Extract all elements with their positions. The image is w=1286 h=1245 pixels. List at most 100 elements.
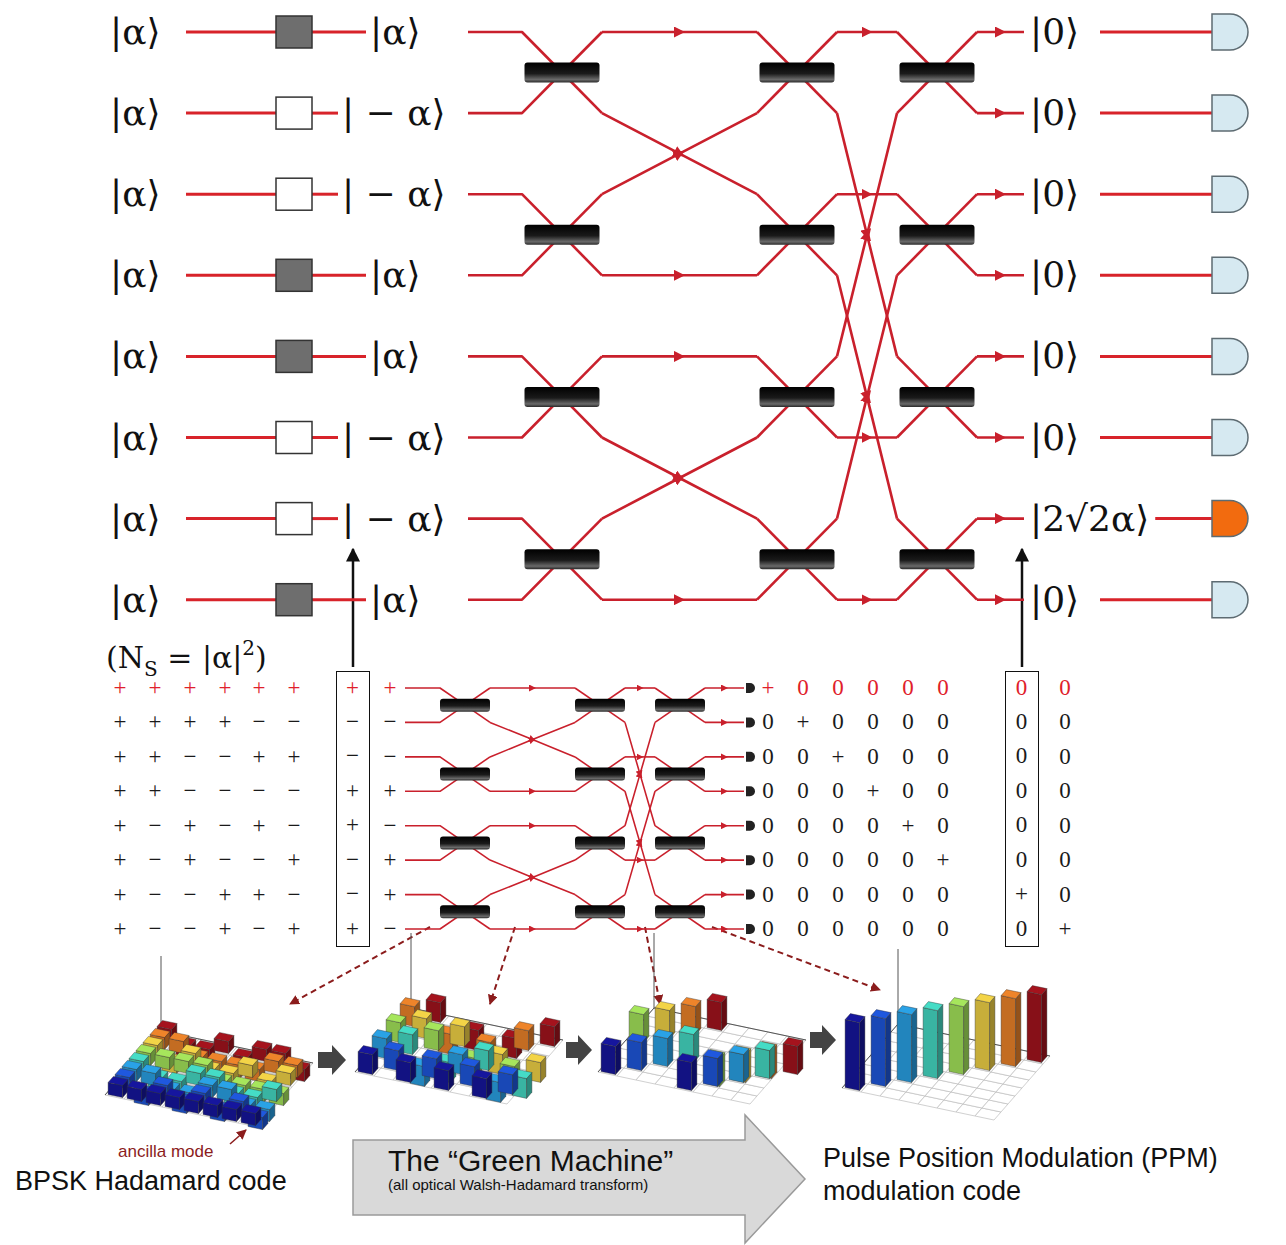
bpsk-symbol: − [219, 847, 232, 872]
code-name: BPSK Hadamard code [15, 1167, 287, 1197]
chart-bar [845, 1020, 860, 1091]
beam-splitter [900, 225, 975, 245]
beam-splitter [575, 699, 625, 712]
ppm-symbol: + [902, 813, 915, 838]
output-fiber [1100, 436, 1213, 439]
waveguide [490, 722, 575, 757]
chart-bar [141, 1064, 161, 1073]
input-fiber [312, 112, 338, 115]
bpsk-symbol: − [219, 744, 232, 769]
energy-symbol: 2 [242, 637, 255, 659]
chart-bar [755, 1048, 770, 1079]
chart-axis [654, 933, 655, 1008]
chart-bar [845, 1014, 865, 1023]
phase-modulator [276, 503, 312, 535]
chart-bar [860, 1017, 865, 1091]
stage-pointer [645, 927, 660, 1004]
input-ket: |α⟩ [110, 499, 160, 539]
chart-bar [601, 1037, 621, 1046]
ppm-symbol: 0 [762, 813, 774, 838]
chart-bar [155, 1048, 175, 1057]
phase-modulator [276, 16, 312, 48]
chart-bar [514, 1022, 534, 1031]
ppm-symbol: 0 [1059, 847, 1071, 872]
bpsk-symbol: + [184, 847, 197, 872]
beam-splitter [760, 549, 835, 569]
chart-bar [222, 1100, 242, 1109]
waveguide [705, 756, 744, 758]
chart-bar [514, 1028, 529, 1051]
chart-bar [400, 998, 420, 1007]
chart-bar [165, 1088, 185, 1097]
chart-bar [923, 1008, 938, 1079]
output-fiber [1100, 112, 1213, 115]
ppm-symbol: 0 [937, 779, 949, 804]
waveguide [837, 275, 897, 518]
chart-bar [115, 1068, 135, 1077]
waveguide [977, 274, 1024, 277]
chart-bar [938, 1005, 943, 1079]
bpsk-symbol: − [288, 882, 301, 907]
chart-bar [174, 1052, 194, 1061]
ppm-symbol: 0 [867, 710, 879, 735]
chart-bar [276, 1064, 296, 1073]
waveguide [602, 274, 757, 277]
chart-bar [398, 1026, 418, 1035]
ppm-symbol: 0 [762, 710, 774, 735]
bpsk-symbol: + [114, 882, 127, 907]
ppm-symbol: 0 [762, 847, 774, 872]
chart-bar [252, 1040, 272, 1049]
chart-bar [629, 1005, 649, 1014]
column-symbol: − [346, 847, 359, 872]
bpsk-symbol: + [149, 779, 162, 804]
output-ket: |0⟩ [1030, 93, 1079, 133]
bpsk-symbol: − [253, 916, 266, 941]
bpsk-symbol: − [384, 813, 397, 838]
bar-chart [598, 933, 806, 1104]
stage-pointer [712, 927, 880, 990]
pointer-arrow [1021, 549, 1024, 667]
energy-symbol: ) [255, 641, 267, 674]
beam-splitter [575, 768, 625, 781]
ppm-symbol: 0 [832, 916, 844, 941]
chart-bar [450, 1018, 470, 1027]
waveguide [490, 790, 575, 792]
chart-bar [912, 1009, 917, 1083]
ppm-symbol: 0 [832, 847, 844, 872]
chart-bar [229, 1092, 249, 1101]
chart-bar [460, 1058, 480, 1067]
bpsk-symbol: − [184, 779, 197, 804]
bpsk-symbol: − [184, 916, 197, 941]
step-arrow [566, 1035, 592, 1065]
waveguide [977, 436, 1024, 439]
modulated-ket: | − α⟩ [342, 499, 446, 539]
bpsk-symbol: − [288, 779, 301, 804]
chart-bar [1027, 986, 1047, 995]
chart-bar [108, 1076, 128, 1085]
arrow-shape [353, 1115, 805, 1243]
chart-bar [703, 1056, 718, 1087]
chart-bar [396, 1060, 411, 1083]
ppm-symbol: 0 [902, 882, 914, 907]
chart-bar [540, 1018, 560, 1027]
ppm-symbol: 0 [832, 813, 844, 838]
chart-bar [1027, 992, 1042, 1063]
bpsk-symbol: + [288, 847, 301, 872]
waveguide [602, 355, 757, 358]
output-fiber [1155, 517, 1213, 520]
photodetector [1212, 420, 1248, 456]
column-symbol: 0 [1016, 847, 1028, 872]
ppm-symbol: 0 [937, 813, 949, 838]
arrow-title: The “Green Machine” [388, 1144, 673, 1177]
chart-bar [136, 1044, 156, 1053]
beam-splitter [440, 836, 490, 849]
ppm-symbol: 0 [937, 744, 949, 769]
ppm-symbol: 0 [1059, 779, 1071, 804]
bpsk-symbol: + [384, 882, 397, 907]
beam-splitter [760, 63, 835, 83]
chart-bar [257, 1072, 277, 1081]
small-detector [746, 717, 755, 727]
bpsk-symbol: + [253, 675, 266, 700]
chart-bar [283, 1056, 303, 1065]
waveguide [837, 113, 897, 356]
